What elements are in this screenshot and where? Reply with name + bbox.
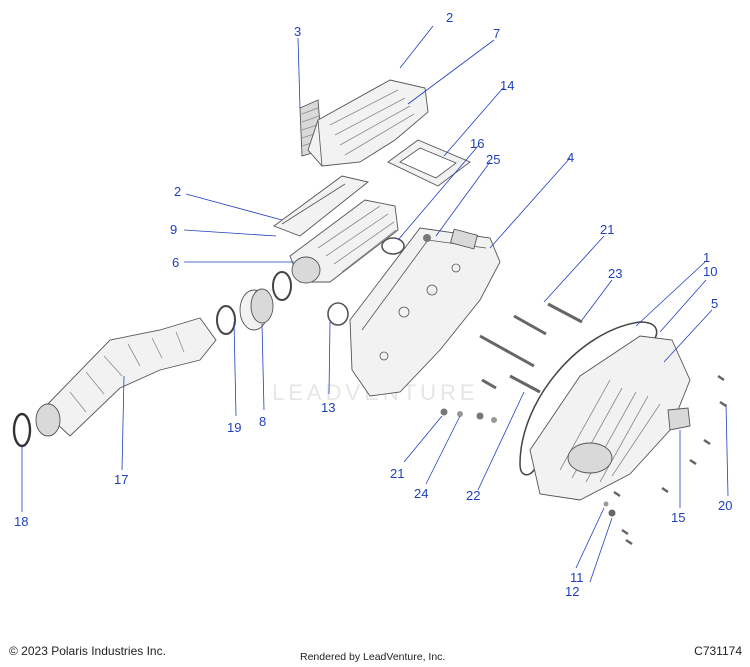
part-gasket-frame <box>387 139 471 187</box>
callout-4[interactable]: 4 <box>567 150 574 165</box>
callout-6[interactable]: 6 <box>172 255 179 270</box>
callout-14[interactable]: 14 <box>500 78 514 93</box>
callout-16[interactable]: 16 <box>470 136 484 151</box>
diagram-id: C731174 <box>694 644 742 658</box>
part-clamp-lower <box>216 305 236 335</box>
callout-24[interactable]: 24 <box>414 486 428 501</box>
callout-21-bot[interactable]: 21 <box>390 466 404 481</box>
callout-22[interactable]: 22 <box>466 488 480 503</box>
part-intake-duct-upper <box>307 79 429 167</box>
part-o-ring <box>381 237 405 255</box>
callout-5[interactable]: 5 <box>711 296 718 311</box>
callout-7[interactable]: 7 <box>493 26 500 41</box>
part-hose-clamp <box>12 412 32 448</box>
part-pad <box>667 407 691 431</box>
part-screws <box>603 374 727 546</box>
callout-11[interactable]: 11 <box>570 570 584 585</box>
callout-21-top[interactable]: 21 <box>600 222 614 237</box>
callout-2-mid[interactable]: 2 <box>174 184 181 199</box>
part-inner-cover <box>349 227 501 397</box>
part-seal-ring <box>327 302 349 326</box>
leader-lines <box>21 25 729 583</box>
callout-12[interactable]: 12 <box>565 584 579 599</box>
copyright-text: © 2023 Polaris Industries Inc. <box>9 644 166 658</box>
callout-19[interactable]: 19 <box>227 420 241 435</box>
part-coupler <box>239 288 274 331</box>
rendered-by-text: Rendered by LeadVenture, Inc. <box>300 651 446 663</box>
part-intake-duct-middle <box>289 199 399 284</box>
callout-17[interactable]: 17 <box>114 472 128 487</box>
callout-20[interactable]: 20 <box>718 498 732 513</box>
callout-1[interactable]: 1 <box>703 250 710 265</box>
callout-13[interactable]: 13 <box>321 400 335 415</box>
callout-3[interactable]: 3 <box>294 24 301 39</box>
callout-18[interactable]: 18 <box>14 514 28 529</box>
callout-15[interactable]: 15 <box>671 510 685 525</box>
part-intake-hose <box>35 317 217 437</box>
part-clamp-upper <box>272 271 292 301</box>
callout-labels: 2 3 7 14 16 25 4 2 9 6 21 23 1 10 5 13 1… <box>14 10 732 599</box>
callout-8[interactable]: 8 <box>259 414 266 429</box>
callout-9[interactable]: 9 <box>170 222 177 237</box>
callout-2-top[interactable]: 2 <box>446 10 453 25</box>
callout-23[interactable]: 23 <box>608 266 622 281</box>
part-outer-cover <box>529 335 691 501</box>
part-plate <box>273 175 370 237</box>
callout-10[interactable]: 10 <box>703 264 717 279</box>
callout-25[interactable]: 25 <box>486 152 500 167</box>
part-long-bolts <box>440 302 583 423</box>
